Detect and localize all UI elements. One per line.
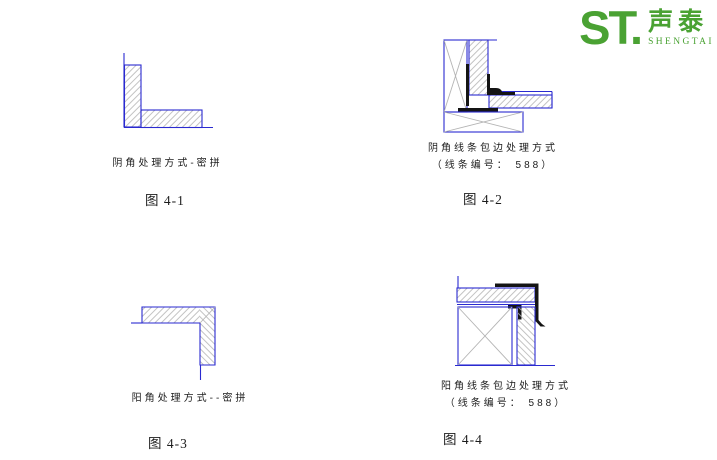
figure-label-4-3: 图 4-3: [148, 436, 188, 451]
figure-label-4-1: 图 4-1: [145, 193, 185, 208]
corner-trim-side: [535, 283, 539, 322]
caption-fig-4-4-line2: （线条编号： 588）: [444, 398, 568, 409]
miter-joint-line: [199, 306, 216, 324]
side-panel: [516, 306, 536, 366]
caption-fig-4-2-line2: （线条编号： 588）: [431, 160, 555, 171]
logo-st-wordmark: ST.: [579, 1, 643, 54]
bottom-wall-section: [443, 111, 524, 133]
outer-corner-trim-drawing: [455, 276, 555, 367]
caption-fig-4-4: 阳角线条包边处理方式: [441, 381, 571, 392]
corner-trim-profile: [487, 74, 515, 95]
horizontal-panel-hatch: [142, 307, 200, 323]
logo-latin-name: SHENGTAI: [648, 37, 714, 48]
corner-trim-top: [495, 283, 539, 287]
corner-trim-flare: [535, 316, 546, 327]
top-panel: [456, 287, 536, 303]
inner-corner-trim-drawing: [443, 39, 553, 133]
caption-fig-4-3: 阳角处理方式--密拼: [131, 393, 249, 404]
bottom-trim-strip: [458, 108, 498, 112]
figure-label-4-4: 图 4-4: [443, 432, 483, 447]
backing-strip: [466, 64, 469, 106]
horizontal-panel: [140, 109, 203, 129]
figure-label-4-2: 图 4-2: [463, 192, 503, 207]
caption-fig-4-2: 阴角线条包边处理方式: [428, 143, 558, 154]
outer-corner-butt-joint-drawing: [131, 306, 216, 380]
shengtai-logo: ST. 声泰 SHENGTAI: [579, 1, 714, 54]
vertical-panel: [123, 64, 142, 128]
wall-cross-line: [443, 39, 468, 113]
logo-chinese-name: 声泰: [648, 8, 709, 36]
wall-cross-line: [443, 111, 524, 133]
vertical-panel: [468, 39, 489, 96]
vertical-panel-hatch: [200, 307, 215, 365]
inner-corner-butt-joint-drawing: [123, 53, 213, 129]
logo-text-block: 声泰 SHENGTAI: [648, 8, 714, 48]
horizontal-panel: [488, 94, 553, 109]
caption-fig-4-1: 阴角处理方式-密拼: [112, 158, 223, 169]
wall-cross-line: [457, 306, 513, 366]
